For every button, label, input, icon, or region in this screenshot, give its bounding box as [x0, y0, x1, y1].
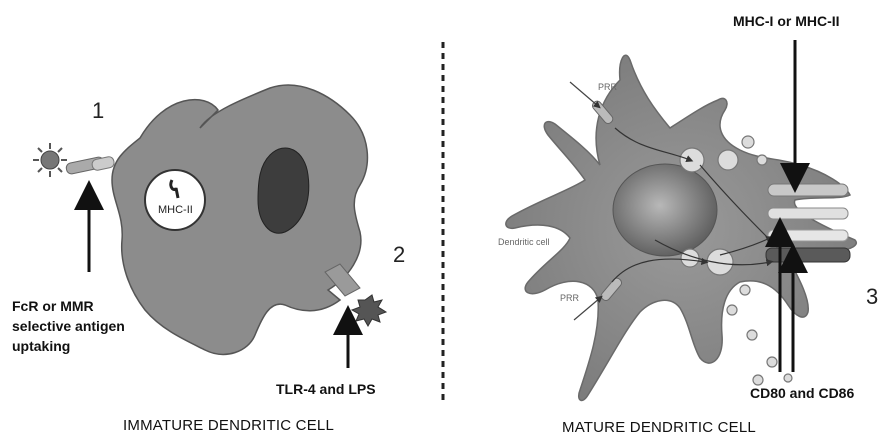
cd80-cd86-label: CD80 and CD86	[750, 385, 854, 401]
step-number-2: 2	[393, 242, 405, 268]
prr-top-label: PRR	[598, 82, 617, 92]
fcr-receptor	[65, 156, 115, 175]
immature-cell-body	[112, 85, 367, 354]
mature-cell	[506, 40, 856, 400]
antigen-sun-icon	[33, 143, 67, 177]
step-number-1: 1	[92, 98, 104, 124]
mhc-ii-label: MHC-II	[158, 204, 193, 216]
dendritic-cell-label: Dendritic cell	[498, 237, 550, 247]
mhc-top-label: MHC-I or MHC-II	[733, 13, 840, 29]
immature-caption: IMMATURE DENDRITIC CELL	[123, 417, 334, 434]
prr-bottom-label: PRR	[560, 293, 579, 303]
fcr-description: FcR or MMR selective antigen uptaking	[12, 296, 125, 356]
lps-star-icon	[352, 295, 386, 326]
mhc-ii-vesicle	[145, 170, 205, 230]
step-number-3: 3	[866, 284, 878, 310]
tlr-label: TLR-4 and LPS	[276, 381, 376, 397]
mature-nucleus	[613, 164, 717, 256]
prr-top-pointer	[570, 82, 598, 106]
mature-caption: MATURE DENDRITIC CELL	[562, 419, 756, 436]
